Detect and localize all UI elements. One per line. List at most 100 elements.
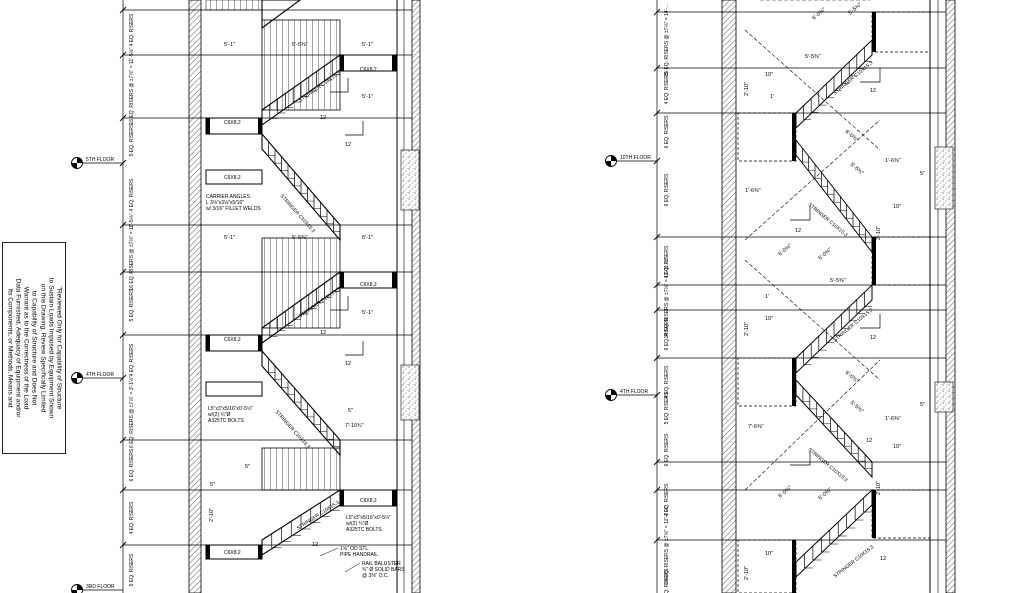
floor-label: 3RD FLOOR xyxy=(86,584,115,590)
dim-10in: 10" xyxy=(765,72,773,78)
stringer-label: STRINGER C10X15.3 xyxy=(807,202,849,239)
beam-label: C6X8.2 xyxy=(360,498,377,504)
stringer-label: STRINGER C10X15.3 xyxy=(832,307,874,344)
floor-label: 4TH FLOOR xyxy=(620,389,648,395)
run-dim: 5'-5⅜" xyxy=(292,235,308,241)
riser-dimension: 5 EQ. RISERS xyxy=(129,123,135,156)
landing-width-dim: 5'-1" xyxy=(362,235,373,241)
riser-dimension: 5 EQ. RISERS xyxy=(129,553,135,586)
run-dim: 5'-5⅜" xyxy=(830,278,846,284)
slab-4th xyxy=(400,364,420,421)
beam-label: C6X8.2 xyxy=(224,175,241,181)
review-stamp-text: "Reviewed Only for Capability of Structu… xyxy=(6,277,63,419)
run-dim: 6'-0⅜" xyxy=(817,487,833,502)
slab-4th-right xyxy=(934,381,954,413)
run-dim: 5'-5⅜" xyxy=(849,400,865,415)
dim-5in: 5" xyxy=(920,171,925,177)
floor-label: 5TH FLOOR xyxy=(86,157,114,163)
riser-dimension: 4 EQ. RISERS xyxy=(664,245,670,278)
beam-label: C6X8.2 xyxy=(360,67,377,73)
dim-7-6: 7'-6⅜" xyxy=(748,424,764,430)
dim-5in: 5" xyxy=(245,464,250,470)
height-dim: 2'-10" xyxy=(744,82,750,96)
slab-5th xyxy=(400,149,420,211)
riser-dimension: 4 EQ. RISERS xyxy=(664,568,670,593)
run-dim: 5'-5⅜" xyxy=(805,54,821,60)
riser-dimension: 16 EQ. RISERS @ ±7⅛" = 11'-5⅛" xyxy=(129,47,135,124)
riser-dimension: 4 EQ. RISERS xyxy=(129,13,135,46)
riser-dimension: 4 EQ. RISERS xyxy=(664,483,670,516)
dim-10in: 10" xyxy=(765,551,773,557)
slope-label: 12 xyxy=(345,142,351,148)
riser-dimension: 6 EQ. RISERS xyxy=(664,115,670,148)
dim-5in: 5" xyxy=(210,482,215,488)
height-dim: 2'-10" xyxy=(876,481,882,495)
stringer-label: STRINGER C10X15.3 xyxy=(807,447,849,484)
landing-width-dim: 5'-1" xyxy=(224,42,235,48)
height-dim: 2'-10" xyxy=(876,226,882,240)
riser-dimension: 6 EQ. RISERS xyxy=(129,448,135,481)
floor-label: 10TH FLOOR xyxy=(620,155,651,161)
run-dim: 6'-0⅜" xyxy=(777,485,793,500)
right-right-wall-hatch xyxy=(945,0,956,593)
landing-width-dim: 5'-1" xyxy=(362,94,373,100)
landing-width-dim: 5'-1" xyxy=(362,42,373,48)
review-stamp-box: "Reviewed Only for Capability of Structu… xyxy=(2,242,66,454)
slope-label: 12 xyxy=(320,330,326,336)
run-dim: 6'-0⅜" xyxy=(817,247,833,262)
beam-label: C6X8.2 xyxy=(360,282,377,288)
run-dim: 6'-0⅜" xyxy=(777,243,793,258)
dim-1-6: 1'-6⅜" xyxy=(885,416,901,422)
riser-dimension: 16 EQ. RISERS @ ±7⅛" = 11'-5⅛" xyxy=(129,213,135,290)
dim-5in: 5" xyxy=(920,402,925,408)
slope-label: 12 xyxy=(880,556,886,562)
slope-label: 12 xyxy=(866,438,872,444)
riser-dimension: 4 EQ. RISERS xyxy=(129,178,135,211)
riser-dimension: 14 EQ. RISERS @ ±7⅛" = 11'-11 ⅛" xyxy=(664,257,670,338)
riser-dimension: 5 EQ. RISERS xyxy=(129,288,135,321)
slope-label: 12 xyxy=(345,361,351,367)
riser-dimension: 25 EQ. RISERS @ ±7⅛" = 14'-... xyxy=(664,4,670,77)
height-dim: 2'-10" xyxy=(209,508,215,522)
riser-dimension: 6 EQ. RISERS xyxy=(664,433,670,466)
run-dim: 6'-0⅜" xyxy=(844,129,860,144)
slope-label: 12 xyxy=(795,228,801,234)
riser-dimension: 5 EQ. RISERS xyxy=(664,391,670,424)
dim-1-6: 1'-6⅜" xyxy=(885,158,901,164)
dim-10in: 10" xyxy=(765,316,773,322)
run-dim: 6'-0⅜" xyxy=(844,370,860,385)
riser-dimension: 4 EQ. RISERS xyxy=(129,343,135,376)
dim-1-6: 1'-6⅜" xyxy=(745,188,761,194)
height-dim: 2'-10" xyxy=(744,566,750,580)
dim-10in: 10" xyxy=(893,444,901,450)
run-dim: 5'-5⅜" xyxy=(847,2,863,17)
slope-label: 12 xyxy=(320,115,326,121)
stringer-label: STRINGER C10X15.3 xyxy=(279,193,317,234)
dim-10in: 10" xyxy=(893,204,901,210)
riser-dimension: 4 EQ. RISERS xyxy=(664,365,670,398)
beam-label: C6X8.2 xyxy=(224,550,241,556)
run-dim: 6'-0⅜" xyxy=(811,7,827,22)
riser-dimension: 6 EQ. RISERS @ ±7⅛" = 3'-1⅛" xyxy=(129,376,135,448)
riser-dimension: 6 EQ. RISERS xyxy=(664,317,670,350)
landing-width-dim: 5'-1" xyxy=(362,310,373,316)
riser-dimension: 14 EQ. RISERS @ ±7⅛" = 12'-2 ⅛" xyxy=(664,505,670,584)
beam-label: C6X8.2 xyxy=(224,120,241,126)
riser-dimension: 4 EQ. RISERS xyxy=(664,71,670,104)
run-dim: 5'-5⅜" xyxy=(292,42,308,48)
run-dim: 7'-10¾" xyxy=(345,423,364,429)
riser-dimension: 4 EQ. RISERS xyxy=(129,501,135,534)
slope-label: 12 xyxy=(870,335,876,341)
dim-1ft: 1' xyxy=(765,294,769,300)
dim-5in: 5" xyxy=(348,408,353,414)
left-wall-hatch xyxy=(188,0,202,593)
stringer-label: STRINGER C10X15.3 xyxy=(832,60,874,97)
beam-label: C6X8.2 xyxy=(224,337,241,343)
run-dim: 5'-5⅜" xyxy=(849,162,865,177)
